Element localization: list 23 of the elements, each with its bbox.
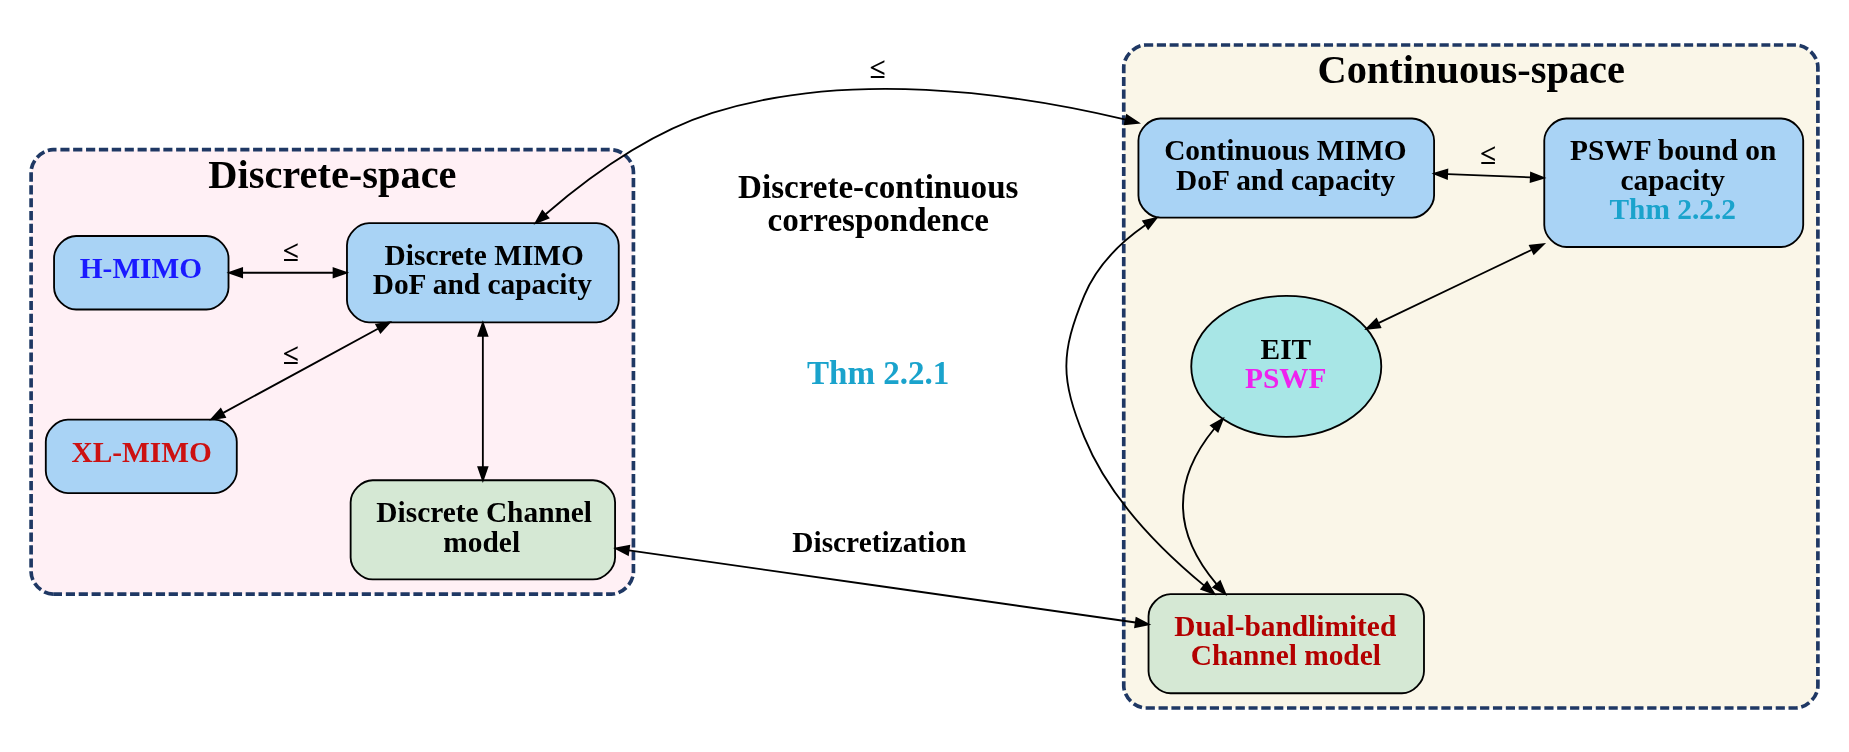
arrow <box>1065 215 1217 595</box>
node-box: Continuous MIMO DoF and capacity <box>1137 117 1435 219</box>
edge-label: ≤ <box>869 51 886 84</box>
edge-label: ≤ <box>1480 137 1497 170</box>
node-box: H-MIMO <box>53 234 230 310</box>
node-box: Dual-bandlimited Channel model <box>1147 592 1425 694</box>
edge-label: Discretization <box>792 525 967 558</box>
node-box: Discrete Channel model <box>349 478 616 580</box>
arrow <box>533 87 1141 225</box>
arrow <box>477 319 489 483</box>
arrow <box>1431 167 1547 183</box>
arrow <box>226 266 350 279</box>
edge-label: ≤ <box>282 234 299 267</box>
arrow <box>1364 242 1547 330</box>
edge-label: ≤ <box>282 337 299 370</box>
arrow <box>1182 416 1228 596</box>
node-box: PSWF bound on capacity Thm 2.2.2 <box>1543 117 1805 248</box>
node-box: Discrete MIMO DoF and capacity <box>346 221 620 323</box>
label: Discrete-continuous correspondence <box>738 168 1019 238</box>
node-box: XL-MIMO <box>44 418 238 494</box>
arrow <box>613 544 1152 628</box>
label: Thm 2.2.1 <box>806 354 950 391</box>
arrow <box>209 320 393 421</box>
